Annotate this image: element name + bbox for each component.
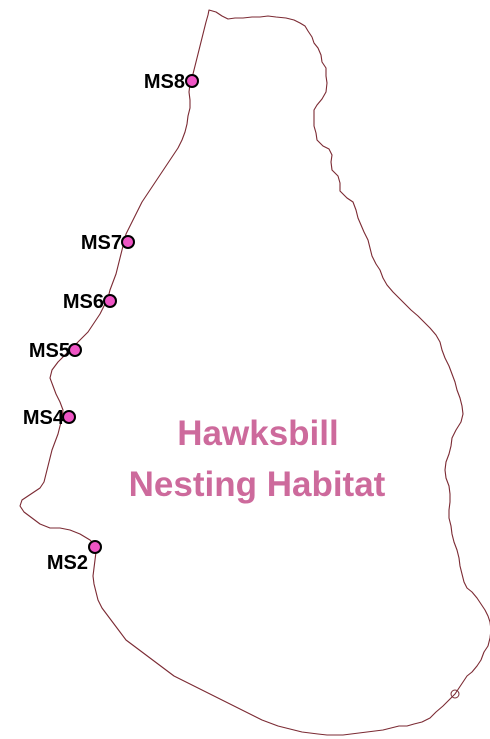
site-marker[interactable]	[103, 294, 117, 308]
site-label: MS4	[23, 407, 65, 429]
site-label: MS7	[81, 232, 122, 254]
site-ms8[interactable]: MS8	[144, 71, 199, 93]
site-marker[interactable]	[68, 343, 82, 357]
site-marker[interactable]	[121, 235, 135, 249]
site-label: MS8	[144, 71, 185, 93]
site-ms6[interactable]: MS6	[63, 291, 117, 313]
site-marker[interactable]	[88, 540, 102, 554]
small-islet	[450, 689, 460, 699]
site-label: MS2	[47, 552, 88, 574]
site-marker[interactable]	[185, 74, 199, 88]
habitat-label: Hawksbill Nesting Habitat	[129, 414, 386, 504]
site-ms4[interactable]: MS4	[23, 407, 76, 429]
island-coastline	[19, 9, 490, 736]
site-label: MS5	[29, 340, 70, 362]
site-marker[interactable]	[62, 410, 76, 424]
site-ms5[interactable]: MS5	[29, 340, 82, 362]
site-ms7[interactable]: MS7	[81, 232, 135, 254]
habitat-label-line1: Hawksbill	[177, 414, 338, 453]
habitat-label-line2: Nesting Habitat	[129, 465, 386, 504]
site-ms2[interactable]: MS2	[47, 540, 102, 574]
site-label: MS6	[63, 291, 104, 313]
